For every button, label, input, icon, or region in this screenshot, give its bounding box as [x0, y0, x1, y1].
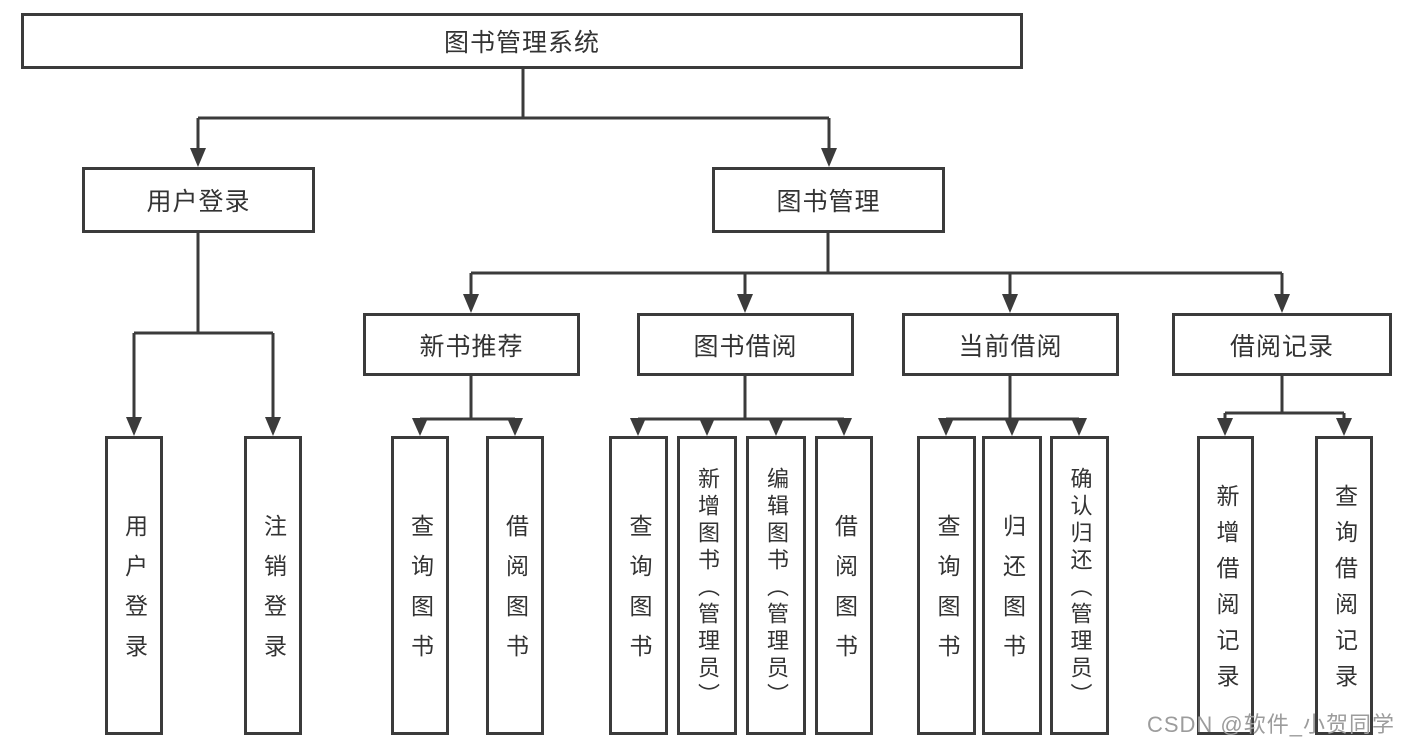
leaf-label: 查询图书: [626, 514, 652, 674]
node-current-borrow: 当前借阅: [902, 313, 1119, 376]
leaf-label: 确认归还（管理员）: [1067, 466, 1093, 710]
leaf-logout-login: 注销登录: [244, 436, 302, 735]
leaf-label: 查询图书: [407, 514, 434, 674]
leaf-current-query-books: 查询图书: [917, 436, 976, 735]
node-label: 借阅记录: [1229, 332, 1334, 361]
leaf-records-add-borrow-record: 新增借阅记录: [1197, 436, 1254, 735]
node-label: 图书管理: [776, 188, 881, 216]
node-book-borrow: 图书借阅: [637, 313, 854, 376]
node-label: 当前借阅: [958, 332, 1063, 361]
node-label: 用户登录: [146, 188, 251, 216]
leaf-current-return-books: 归还图书: [982, 436, 1042, 735]
leaf-user-login: 用户登录: [105, 436, 163, 735]
leaf-borrow-edit-books-admin: 编辑图书（管理员）: [746, 436, 806, 735]
leaf-current-confirm-return-admin: 确认归还（管理员）: [1050, 436, 1109, 735]
leaf-label: 新增图书（管理员）: [695, 466, 720, 710]
leaf-label: 借阅图书: [502, 514, 529, 674]
node-library-system: 图书管理系统: [21, 13, 1023, 69]
node-user-login: 用户登录: [82, 167, 315, 233]
leaf-label: 查询借阅记录: [1331, 484, 1358, 700]
leaf-recommend-borrow-books: 借阅图书: [486, 436, 544, 735]
leaf-label: 编辑图书（管理员）: [764, 466, 789, 710]
csdn-watermark: CSDN @软件_小贺同学: [1146, 712, 1395, 737]
leaf-recommend-query-books: 查询图书: [391, 436, 449, 735]
leaf-label: 查询图书: [934, 514, 960, 674]
node-label: 图书管理系统: [443, 29, 600, 57]
node-label: 图书借阅: [693, 332, 798, 361]
leaf-label: 借阅图书: [831, 514, 858, 674]
node-book-management: 图书管理: [712, 167, 945, 233]
node-borrow-records: 借阅记录: [1172, 313, 1392, 376]
leaf-label: 用户登录: [121, 514, 148, 674]
leaf-borrow-borrow-books: 借阅图书: [815, 436, 873, 735]
leaf-label: 新增借阅记录: [1213, 484, 1239, 700]
leaf-label: 归还图书: [999, 514, 1026, 674]
node-label: 新书推荐: [419, 332, 524, 361]
leaf-label: 注销登录: [260, 514, 287, 674]
node-new-book-recommend: 新书推荐: [363, 313, 580, 376]
leaf-borrow-add-books-admin: 新增图书（管理员）: [677, 436, 737, 735]
leaf-borrow-query-books: 查询图书: [609, 436, 668, 735]
leaf-records-query-borrow-record: 查询借阅记录: [1315, 436, 1373, 735]
